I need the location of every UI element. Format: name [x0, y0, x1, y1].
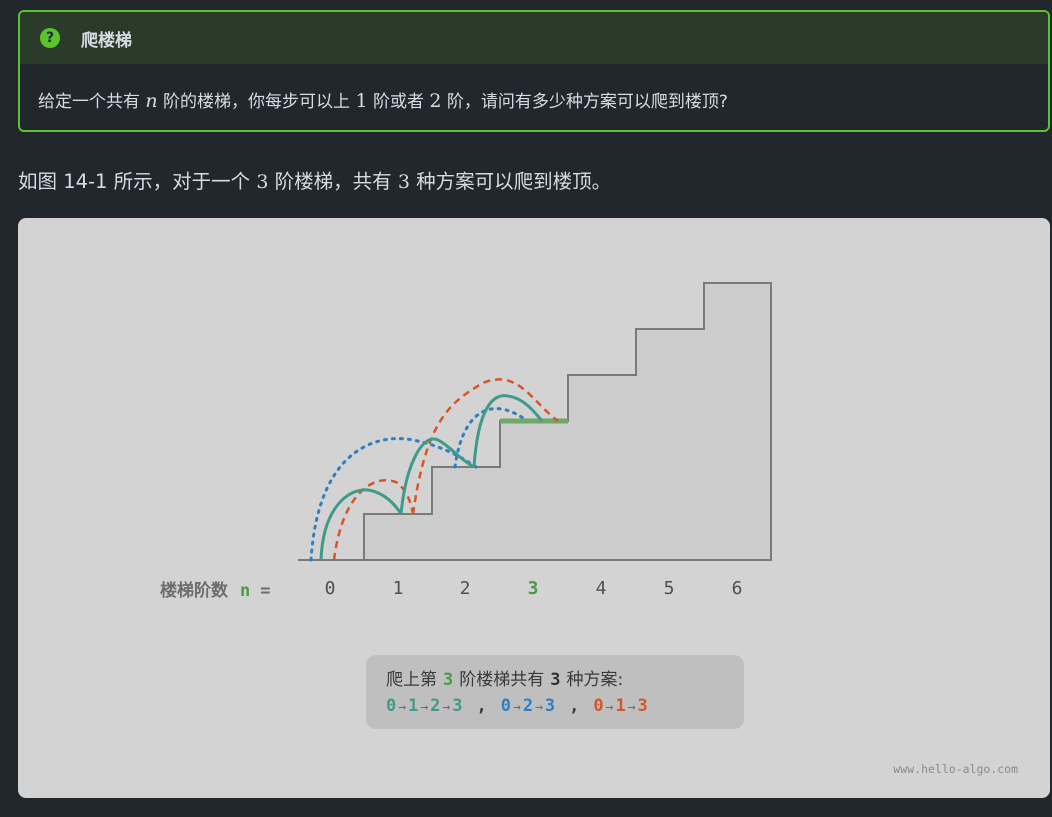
- body-text-post: 阶，请问有多少种方案可以爬到楼顶?: [441, 92, 728, 112]
- stair-count-eq: =: [260, 581, 271, 601]
- arrow: →: [535, 700, 543, 715]
- problem-admonition: ? 爬楼梯 给定一个共有 n 阶的楼梯，你每步可以上 1 阶或者 2 阶，请问有…: [18, 10, 1050, 132]
- body-text-pre: 给定一个共有: [38, 92, 146, 112]
- path-orange-step-2: 3: [637, 696, 648, 716]
- tick-0: 0: [324, 578, 336, 599]
- path-blue-step-2: 3: [544, 696, 556, 716]
- path-orange-step-0: 0: [593, 696, 604, 716]
- tick-2: 2: [459, 578, 471, 599]
- path-orange-jump-1-3: [411, 378, 559, 515]
- path-teal-step-2: 2: [430, 696, 441, 716]
- intro-paragraph: 如图 14-1 所示，对于一个 3 阶楼梯，共有 3 种方案可以爬到楼顶。: [18, 165, 611, 194]
- path-separator: ,: [476, 696, 487, 716]
- summary-count: 3: [550, 670, 561, 690]
- math-one: 1: [355, 90, 368, 112]
- arrow: →: [398, 700, 407, 715]
- stair-count-var: n: [240, 581, 251, 601]
- path-teal-jump-1-2: [399, 437, 475, 515]
- math-two: 2: [429, 90, 442, 112]
- tick-1: 1: [392, 578, 404, 599]
- path-teal-step-0: 0: [386, 696, 397, 716]
- arrow: →: [512, 700, 521, 715]
- admonition-header: ? 爬楼梯: [20, 12, 1048, 64]
- summary-pre: 爬上第: [386, 670, 437, 690]
- path-orange-jump-0-1: [332, 478, 415, 561]
- summary-mid: 阶楼梯共有: [459, 670, 545, 690]
- stair-count-text: 楼梯阶数: [160, 581, 228, 601]
- path-blue-step-0: 0: [500, 696, 511, 716]
- path-teal-jump-2-3: [472, 394, 544, 468]
- para-num1: 3: [256, 171, 269, 193]
- summary-n: 3: [443, 670, 454, 690]
- body-text-mid2: 阶或者: [367, 92, 430, 112]
- summary-line-2: 0→1→2→3,0→2→3,0→1→3: [386, 696, 724, 716]
- math-var-n: n: [145, 90, 158, 112]
- path-separator: ,: [569, 696, 580, 716]
- path-teal-step-1: 1: [408, 696, 419, 716]
- question-circle-icon: ?: [40, 28, 60, 48]
- path-teal-jump-0-1: [319, 488, 403, 561]
- path-teal-step-3: 3: [452, 696, 463, 716]
- para-post: 种方案可以爬到楼顶。: [409, 170, 612, 193]
- body-text-mid1: 阶的楼梯，你每步可以上: [157, 92, 356, 112]
- para-num2: 3: [397, 171, 410, 193]
- para-mid: 阶楼梯，共有: [268, 170, 398, 193]
- arrow: →: [420, 700, 429, 715]
- path-blue-jump-2-3: [453, 407, 525, 469]
- admonition-body: 给定一个共有 n 阶的楼梯，你每步可以上 1 阶或者 2 阶，请问有多少种方案可…: [20, 64, 1048, 112]
- arrow: →: [627, 700, 636, 715]
- admonition-title: 爬楼梯: [81, 30, 132, 51]
- arrow: →: [442, 700, 451, 715]
- watermark: www.hello-algo.com: [893, 762, 1018, 776]
- path-blue-step-1: 2: [522, 696, 534, 716]
- tick-6: 6: [731, 578, 743, 599]
- tick-3: 3: [527, 578, 539, 599]
- staircase-outline: [298, 282, 772, 561]
- path-orange-step-1: 1: [615, 696, 626, 716]
- tick-5: 5: [663, 578, 675, 599]
- arrow: →: [605, 700, 614, 715]
- tick-4: 4: [595, 578, 607, 599]
- stair-count-label: 楼梯阶数 n =: [160, 576, 271, 601]
- summary-post: 种方案:: [566, 670, 624, 690]
- para-pre: 如图 14-1 所示，对于一个: [18, 170, 257, 193]
- stairs-diagram: [298, 282, 772, 562]
